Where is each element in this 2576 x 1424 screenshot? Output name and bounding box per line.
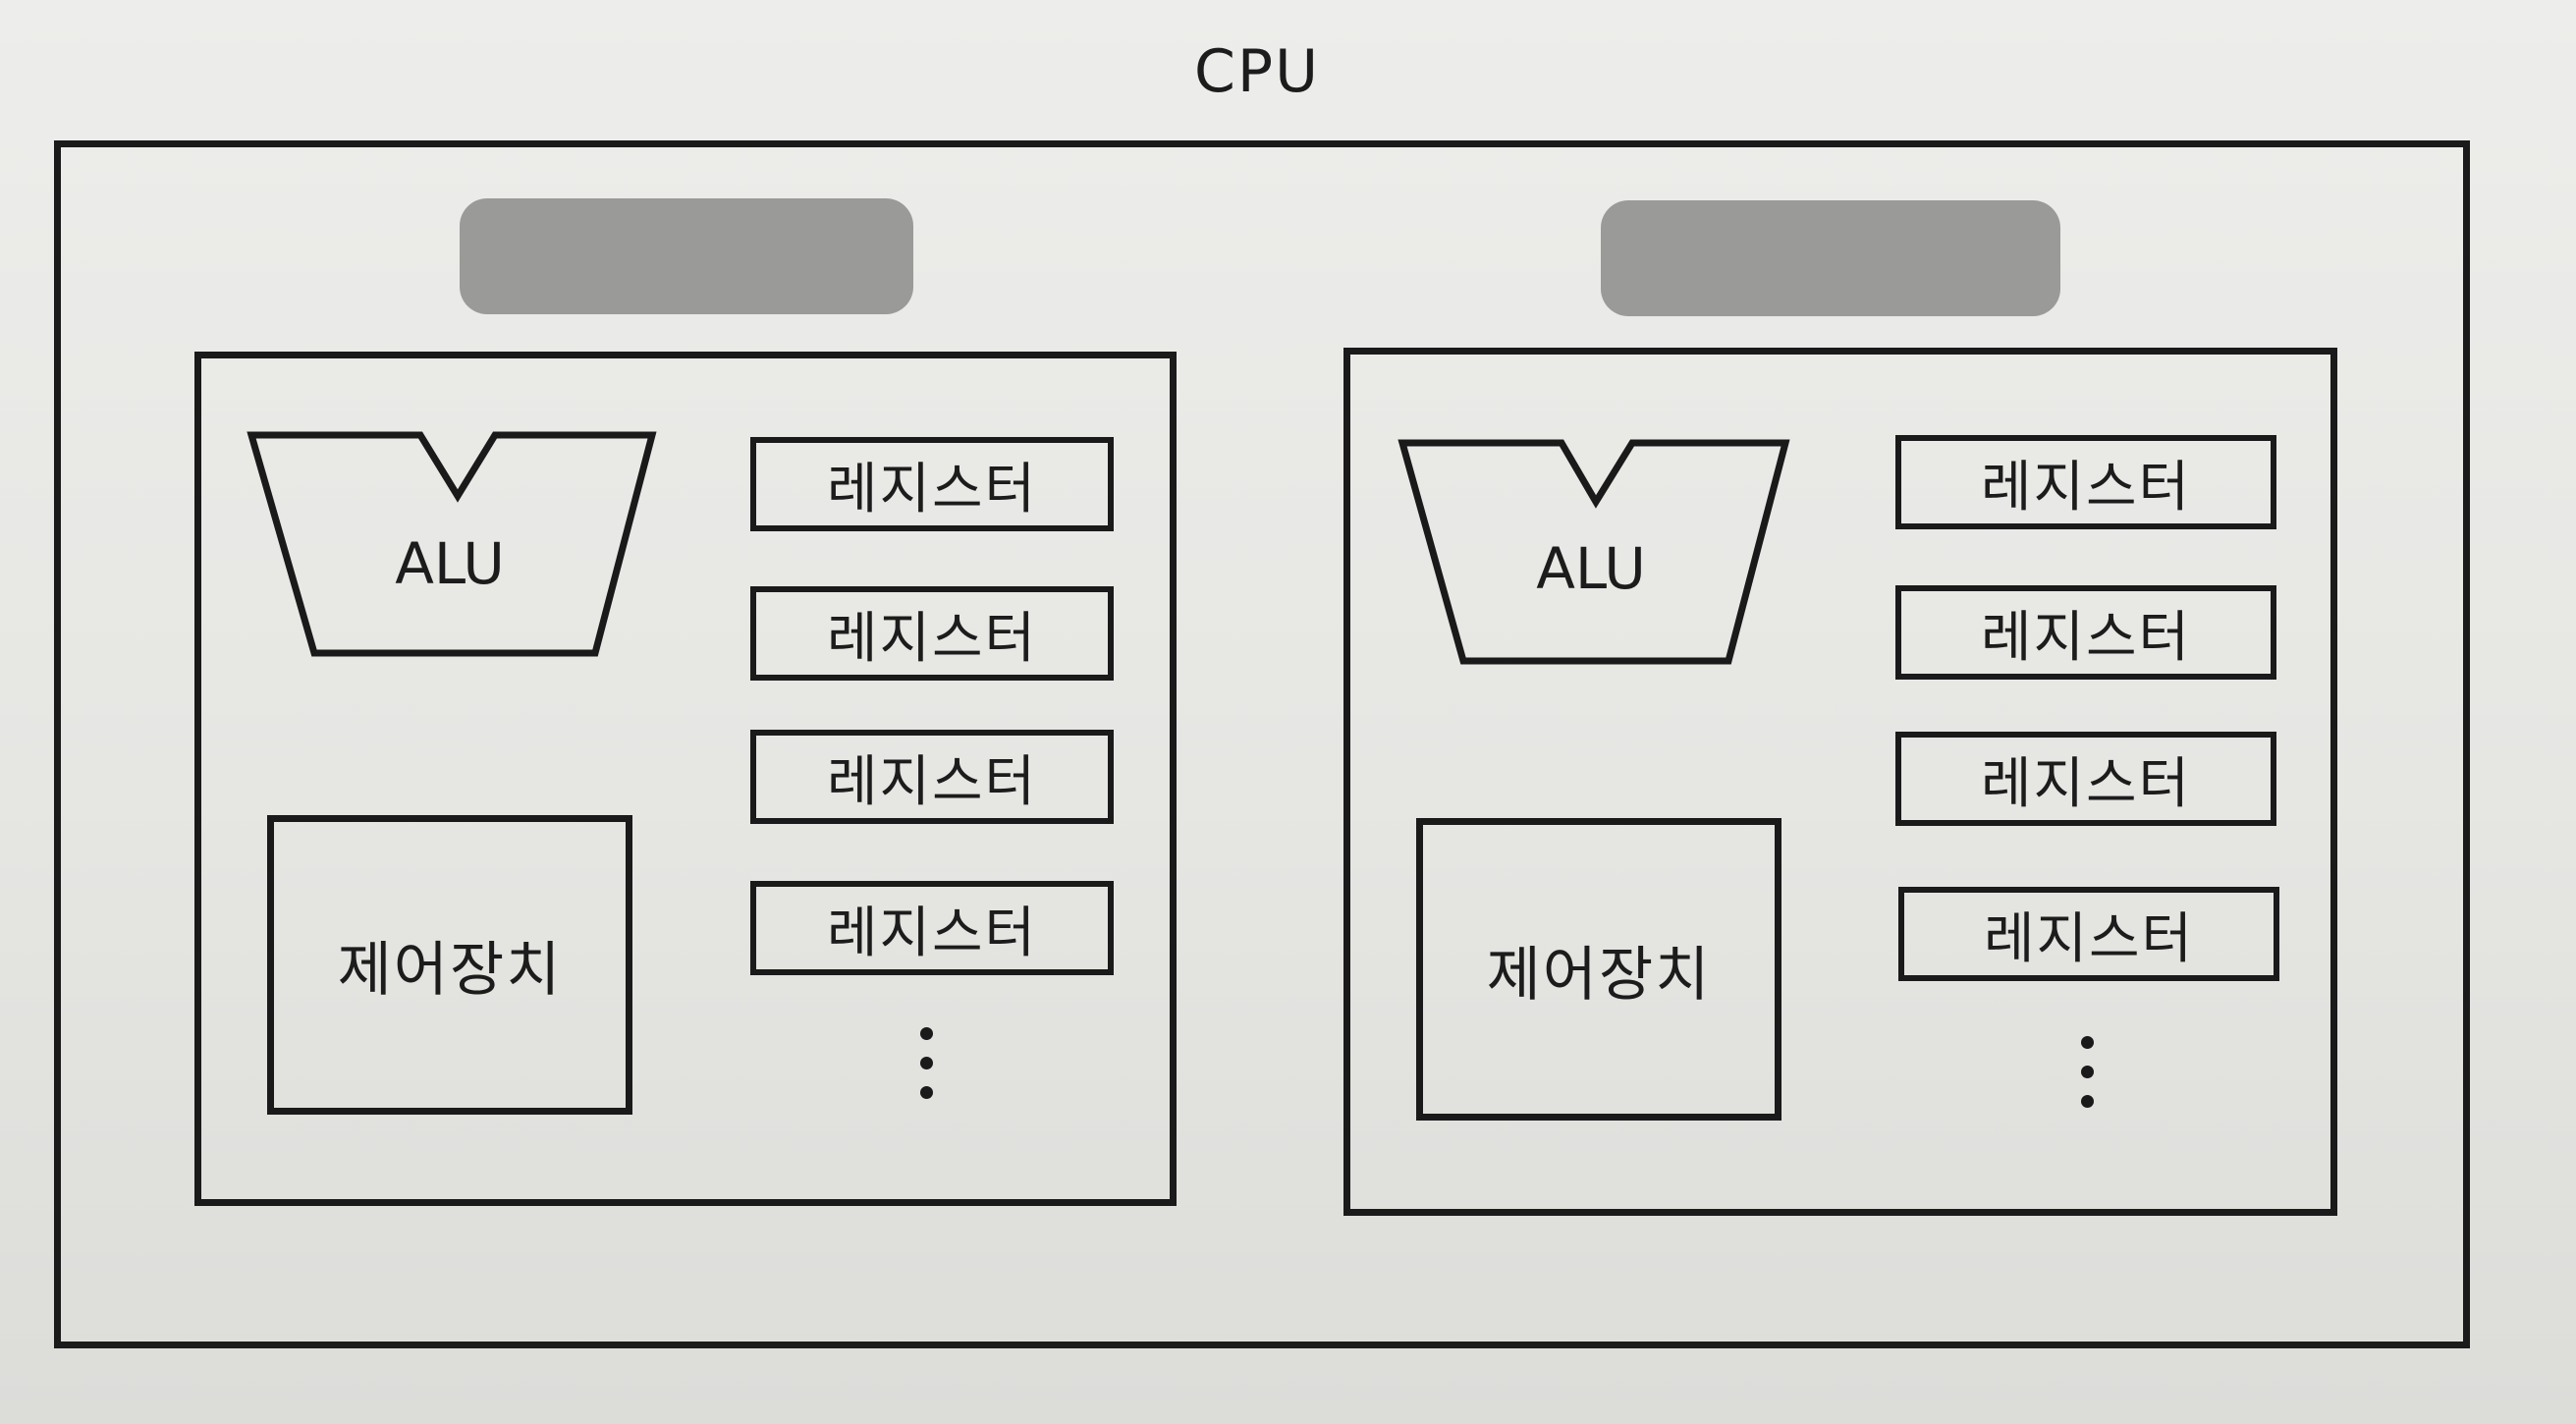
core-2-control-unit: 제어장치 <box>1416 818 1781 1121</box>
diagram-title: CPU <box>1194 37 1320 106</box>
ellipsis-dot <box>2081 1095 2094 1108</box>
core-2-more-registers-ellipsis <box>2081 1036 2101 1124</box>
cpu-box <box>54 140 2470 1348</box>
core-1-register-1: 레지스터 <box>750 437 1114 531</box>
core-2-alu-label: ALU <box>1536 535 1646 602</box>
core-1-register-3: 레지스터 <box>750 730 1114 824</box>
ellipsis-dot <box>920 1027 933 1040</box>
core-2-box <box>1343 348 2337 1216</box>
core-2-register-2: 레지스터 <box>1895 585 2276 680</box>
core-1-register-2: 레지스터 <box>750 586 1114 681</box>
core-1-name-tag <box>460 198 913 314</box>
ellipsis-dot <box>920 1086 933 1099</box>
ellipsis-dot <box>2081 1036 2094 1049</box>
core-1-alu-label: ALU <box>395 530 505 597</box>
core-1-box <box>194 352 1177 1206</box>
core-2-register-3: 레지스터 <box>1895 732 2276 826</box>
core-1-register-4: 레지스터 <box>750 881 1114 975</box>
ellipsis-dot <box>2081 1066 2094 1078</box>
core-1-more-registers-ellipsis <box>920 1027 940 1116</box>
core-2-register-4: 레지스터 <box>1898 887 2279 981</box>
core-2-register-1: 레지스터 <box>1895 435 2276 529</box>
ellipsis-dot <box>920 1057 933 1069</box>
core-2-name-tag <box>1601 200 2060 316</box>
core-2-alu-shape <box>1398 439 1790 665</box>
core-1-alu-shape <box>247 431 657 657</box>
core-1-control-unit: 제어장치 <box>267 815 632 1115</box>
